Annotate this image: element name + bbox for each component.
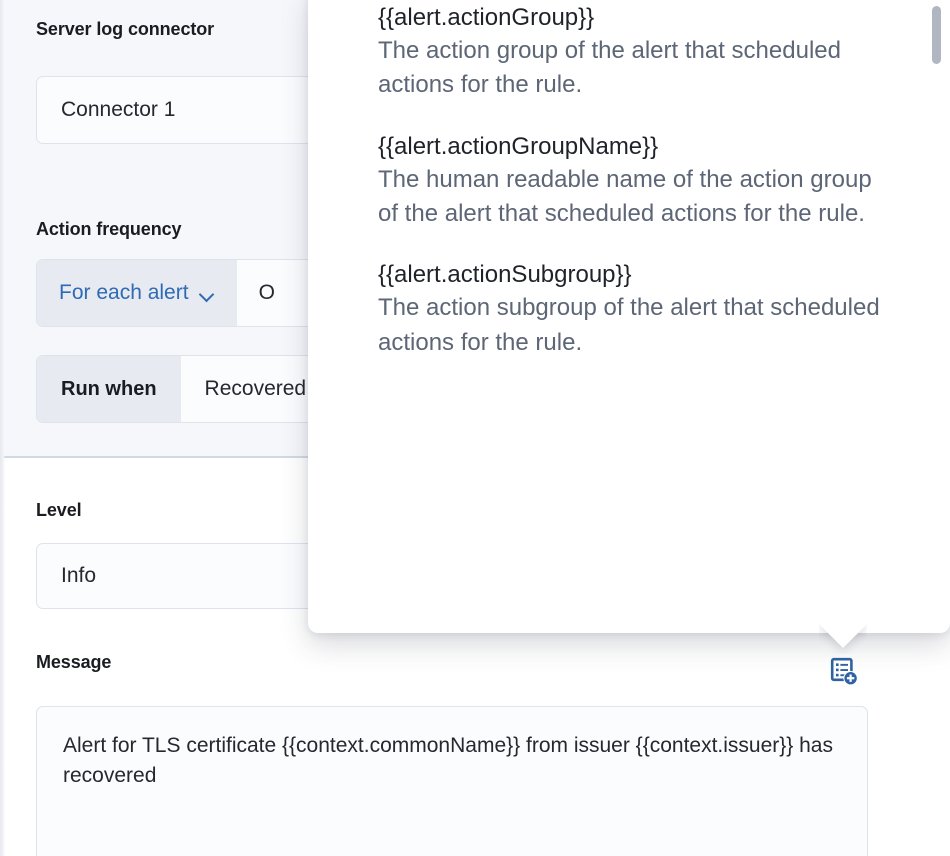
panel-left-edge xyxy=(0,0,5,856)
variable-description: The action group of the alert that sched… xyxy=(378,37,841,99)
list-item[interactable]: {{alert.actionGroup}} The action group o… xyxy=(378,2,894,103)
popover-arrow xyxy=(819,624,867,654)
add-variable-button[interactable] xyxy=(828,656,860,688)
variable-name: {{alert.actionGroup}} xyxy=(378,4,595,31)
variable-name: {{alert.actionGroupName}} xyxy=(378,132,659,160)
level-value: Info xyxy=(61,564,97,587)
chevron-down-icon xyxy=(200,289,215,298)
vertical-scrollbar[interactable] xyxy=(931,2,942,617)
run-when-label: Run when xyxy=(37,356,181,422)
connector-label: Server log connector xyxy=(36,19,215,39)
list-item[interactable]: {{alert.actionSubgroup}} The action subg… xyxy=(378,259,894,360)
action-frequency-trailing-text: O xyxy=(258,281,275,304)
variable-name: {{alert.actionSubgroup}} xyxy=(378,261,632,289)
variable-description: The human readable name of the action gr… xyxy=(378,165,872,228)
variables-popover: {{alert.actionGroup}} The action group o… xyxy=(308,0,950,633)
level-label: Level xyxy=(36,500,82,520)
connector-value: Connector 1 xyxy=(61,98,176,121)
message-textarea[interactable]: Alert for TLS certificate {{context.comm… xyxy=(36,706,868,856)
variables-list: {{alert.actionGroup}} The action group o… xyxy=(308,0,950,633)
scrollbar-thumb[interactable] xyxy=(932,6,941,64)
message-label: Message xyxy=(36,652,112,672)
action-frequency-summary-value: For each alert xyxy=(59,281,189,304)
run-when-value: Recovered xyxy=(204,377,307,400)
run-when-label-text: Run when xyxy=(61,377,157,400)
variable-description: The action subgroup of the alert that sc… xyxy=(378,294,880,356)
action-frequency-summary-button[interactable]: For each alert xyxy=(37,260,237,326)
action-frequency-label: Action frequency xyxy=(36,219,182,239)
add-variable-icon xyxy=(830,657,858,686)
list-item[interactable]: {{alert.actionGroupName}} The human read… xyxy=(378,131,894,232)
